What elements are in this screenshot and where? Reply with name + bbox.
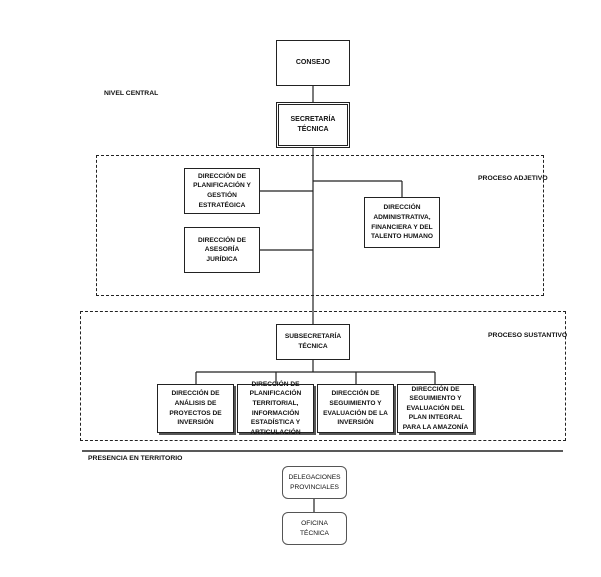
proceso-sustantivo-region [80, 311, 566, 441]
direccion-analisis-node: DIRECCIÓN DE ANÁLISIS DE PROYECTOS DE IN… [157, 384, 234, 433]
direccion-asesoria-node: DIRECCIÓN DE ASESORÍA JURÍDICA [184, 227, 260, 273]
consejo-node: CONSEJO [276, 40, 350, 86]
proceso-adjetivo-label: PROCESO ADJETIVO [478, 175, 548, 182]
nivel-central-label: NIVEL CENTRAL [104, 90, 159, 97]
presencia-territorio-label: PRESENCIA EN TERRITORIO [88, 455, 183, 462]
direccion-administrativa-node: DIRECCIÓN ADMINISTRATIVA, FINANCIERA Y D… [364, 197, 440, 248]
oficina-tecnica-node: OFICINA TÉCNICA [282, 512, 347, 545]
direccion-amazonia-node: DIRECCIÓN DE SEGUIMIENTO Y EVALUACIÓN DE… [397, 384, 474, 433]
delegaciones-provinciales-node: DELEGACIONES PROVINCIALES [282, 466, 347, 499]
direccion-planificacion-node: DIRECCIÓN DE PLANIFICACIÓN Y GESTIÓN EST… [184, 168, 260, 214]
secretaria-tecnica-node: SECRETARÍA TÉCNICA [276, 102, 350, 148]
proceso-adjetivo-region [96, 155, 544, 296]
direccion-territorial-node: DIRECCIÓN DE PLANIFICACIÓN TERRITORIAL, … [237, 381, 314, 436]
proceso-sustantivo-label: PROCESO SUSTANTIVO [488, 332, 568, 339]
subsecretaria-tecnica-node: SUBSECRETARÍA TÉCNICA [276, 324, 350, 360]
direccion-seguimiento-node: DIRECCIÓN DE SEGUIMIENTO Y EVALUACIÓN DE… [317, 384, 394, 433]
